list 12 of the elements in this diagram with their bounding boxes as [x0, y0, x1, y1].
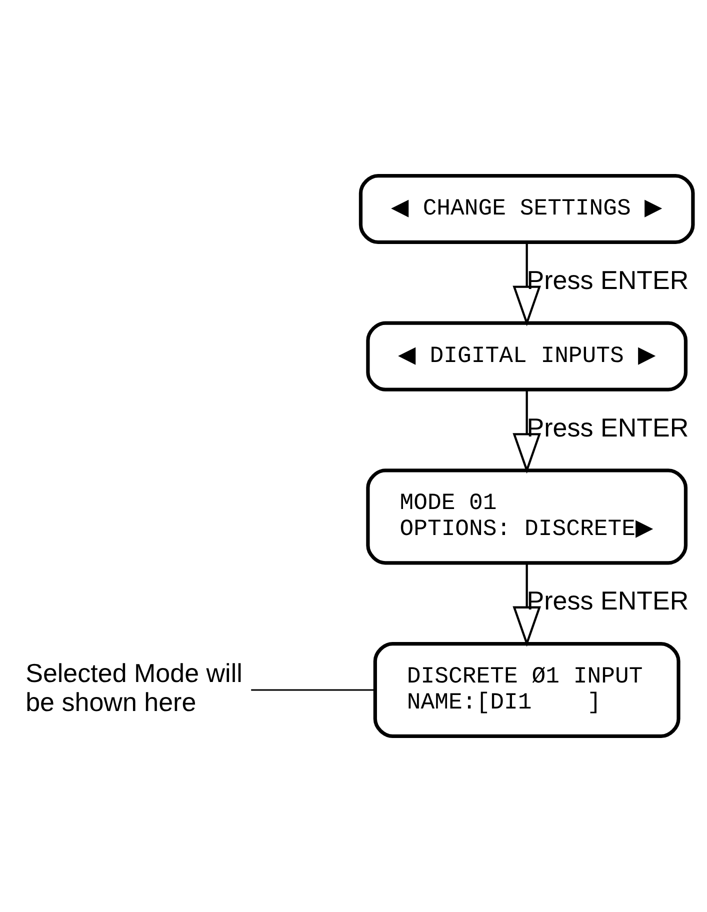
edge-label: Press ENTER — [526, 586, 689, 616]
node-box: ◀ DIGITAL INPUTS ▶ — [366, 321, 688, 392]
node-text: Selected Mode will be shown here — [26, 658, 242, 717]
connector — [251, 689, 375, 691]
arrow — [512, 242, 541, 326]
node-box: ◀ CHANGE SETTINGS ▶ — [358, 174, 695, 244]
edge-label: Press ENTER — [526, 265, 689, 296]
node-box: DISCRETE Ø1 INPUT NAME:[DI1 ] — [373, 642, 680, 738]
edge-label: Press ENTER — [526, 412, 689, 442]
arrow — [512, 562, 541, 647]
node-box: MODE 01 OPTIONS: DISCRETE▶ — [366, 468, 688, 565]
arrow — [512, 390, 541, 474]
